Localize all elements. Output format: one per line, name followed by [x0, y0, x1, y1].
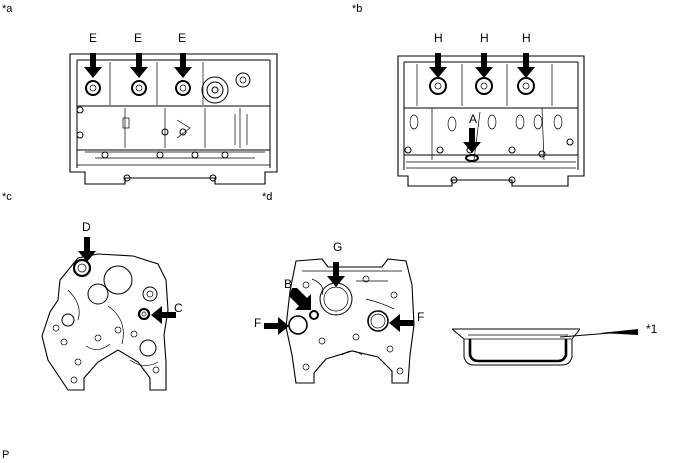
arrow-icon	[78, 237, 96, 262]
callout-h-1: H	[434, 31, 443, 45]
panel-tag-a: *a	[2, 3, 13, 15]
arrow-icon	[130, 53, 148, 78]
plug-detail-cross-section	[450, 315, 640, 375]
callout-h-3: H	[522, 31, 531, 45]
engine-block-drawing	[285, 258, 415, 384]
panel-tag-d: *d	[262, 191, 273, 203]
arrow-icon	[517, 53, 535, 78]
engine-block-drawing	[69, 53, 278, 185]
arrow-icon	[84, 53, 102, 78]
plug-section-drawing	[451, 328, 638, 366]
callout-b: B	[284, 277, 293, 291]
arrow-icon	[174, 53, 192, 78]
arrow-icon	[289, 288, 311, 310]
panel-tag-c: *c	[2, 191, 12, 203]
cylinder-block-rear-view-d	[282, 255, 422, 395]
arrow-icon	[264, 317, 289, 335]
arrow-icon	[327, 262, 345, 287]
engine-block-drawing	[397, 55, 585, 187]
callout-c: C	[174, 301, 183, 315]
callout-h-2: H	[480, 31, 489, 45]
cylinder-block-side-view-b	[392, 50, 592, 190]
panel-tag-b: *b	[352, 3, 363, 15]
callout-f-1: F	[254, 316, 262, 330]
arrow-icon	[151, 306, 176, 324]
arrow-icon	[463, 128, 481, 153]
cylinder-block-side-view-a	[65, 50, 285, 190]
arrow-icon	[429, 53, 447, 78]
callout-f-2: F	[417, 310, 425, 324]
callout-d: D	[82, 220, 91, 234]
callout-e-1: E	[89, 31, 98, 45]
arrow-icon	[475, 53, 493, 78]
callout-a: A	[469, 112, 478, 126]
figure-code: P	[2, 449, 10, 461]
callout-e-3: E	[178, 31, 187, 45]
callout-g: G	[333, 240, 343, 254]
engine-block-drawing	[41, 253, 169, 391]
callout-e-2: E	[134, 31, 143, 45]
arrow-icon	[389, 314, 414, 332]
cylinder-block-front-view-c	[38, 250, 178, 395]
callout-1: *1	[646, 322, 658, 336]
